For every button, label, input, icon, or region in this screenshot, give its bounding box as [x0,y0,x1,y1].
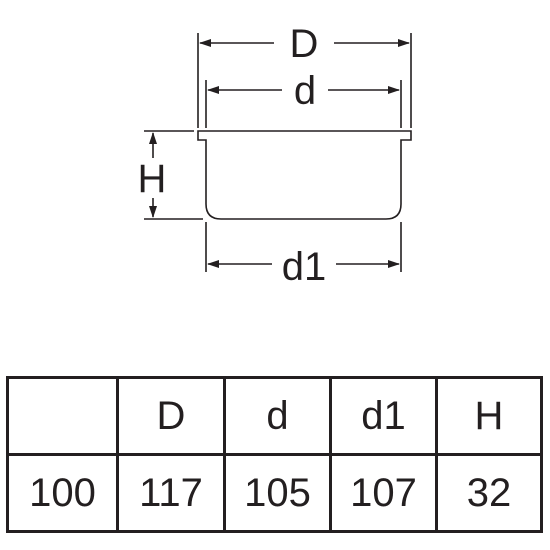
label-d: d [294,69,316,113]
table-header-row: D d d1 H [6,376,543,456]
arrowhead-d1-left [207,260,219,268]
arrowhead-D-left [199,39,211,47]
arrowhead-d1-right [388,260,400,268]
label-H: H [138,157,167,201]
table-row: 100 117 105 107 32 [6,453,543,533]
label-D: D [290,22,319,66]
cell-d: 105 [223,453,332,533]
arrowhead-D-right [398,39,410,47]
label-d1: d1 [282,245,327,289]
cell-size: 100 [6,453,119,533]
arrowhead-H-top [149,132,157,144]
part-outline [197,130,412,220]
cell-d1: 107 [329,453,438,533]
dimension-diagram: D d H d1 [138,22,412,289]
spec-table: D d d1 H 100 117 105 107 32 [6,376,543,533]
arrowhead-H-bottom [149,206,157,218]
arrowhead-d-left [207,86,219,94]
cell-D: 117 [116,453,226,533]
arrowhead-d-right [388,86,400,94]
header-cell-blank [6,376,119,456]
header-cell-D: D [116,376,226,456]
cell-H: 32 [435,453,543,533]
header-cell-d: d [223,376,332,456]
header-cell-H: H [435,376,543,456]
header-cell-d1: d1 [329,376,438,456]
